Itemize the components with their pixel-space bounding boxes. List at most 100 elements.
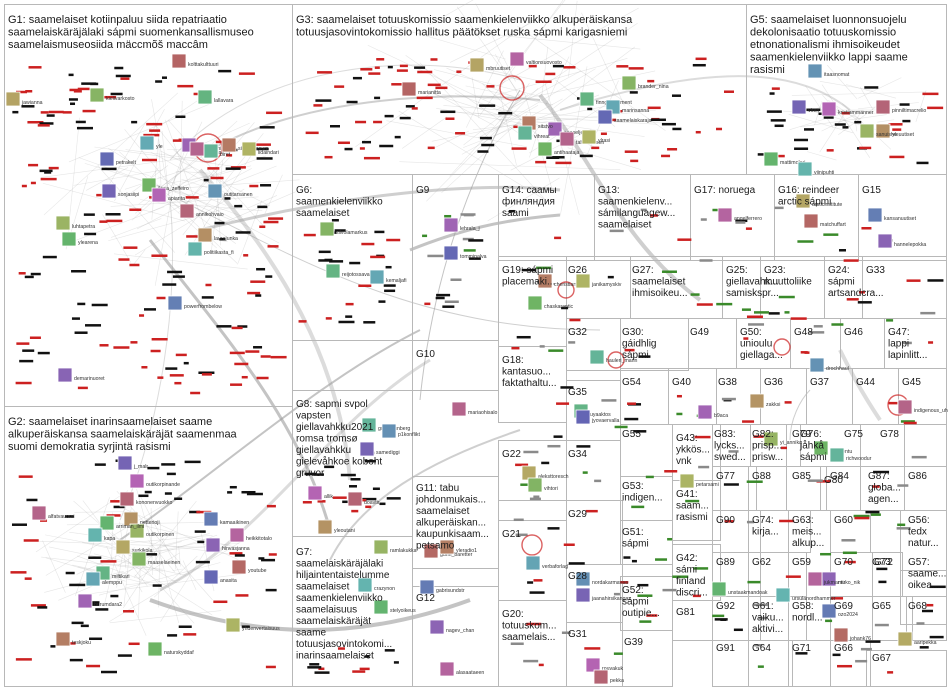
node-marker (886, 319, 893, 322)
user-avatar (444, 246, 458, 260)
user-label: apiarita (168, 196, 185, 202)
node-marker (268, 217, 283, 220)
node-marker (424, 303, 430, 306)
node-marker (345, 315, 352, 318)
node-marker (263, 221, 278, 224)
group-label-g68: G68 (908, 601, 927, 612)
node-marker (530, 591, 545, 594)
user-label: kemaljafi (386, 278, 406, 284)
node-marker (84, 233, 96, 236)
node-marker (196, 561, 210, 564)
group-label-g56: G56: (908, 515, 930, 526)
group-label-g11: petsamo (416, 541, 455, 552)
user-label: ramlakukka (390, 548, 417, 554)
node-marker (791, 317, 807, 320)
user-avatar (470, 58, 484, 72)
group-label-g6: saamelaiset (296, 208, 350, 219)
group-label-g38: G38 (718, 377, 737, 388)
node-marker (412, 107, 418, 110)
node-marker (175, 116, 185, 119)
node-marker (325, 156, 333, 159)
node-marker (824, 116, 834, 119)
node-marker (786, 575, 801, 578)
user-label: yle (156, 144, 163, 150)
node-marker (440, 111, 455, 114)
node-marker (517, 336, 531, 339)
group-label-g54: G54 (622, 377, 641, 388)
user-label: indigenous_uh (914, 408, 948, 414)
group-label-g27: saamelaiset (632, 277, 686, 288)
group-label-g8: gruvor (296, 468, 325, 479)
node-marker (216, 325, 231, 328)
group-label-g11: G11: tabu (416, 483, 459, 494)
node-marker (202, 296, 214, 299)
user-label: yhdenvertaisuus (242, 626, 280, 632)
group-label-g25: samiskspr... (726, 288, 779, 299)
node-marker (110, 595, 118, 598)
user-avatar (172, 54, 186, 68)
user-avatar (90, 88, 104, 102)
user-avatar (116, 540, 130, 554)
node-marker (269, 553, 277, 556)
group-label-g36: G36 (764, 377, 783, 388)
node-marker (130, 341, 137, 344)
user-label: ozo2024 (838, 612, 858, 618)
group-label-g83: lycks... (714, 441, 745, 452)
user-avatar (140, 136, 154, 150)
node-marker (83, 110, 96, 113)
node-marker (554, 237, 561, 240)
node-marker (864, 86, 878, 89)
node-marker (772, 87, 780, 90)
node-marker (917, 162, 929, 165)
user-avatar (750, 394, 764, 408)
user-label: teskjoku (72, 640, 91, 646)
user-label: p1konflikt (398, 432, 420, 438)
node-marker (129, 264, 139, 267)
user-avatar (88, 528, 102, 542)
node-marker (247, 493, 263, 496)
node-marker (114, 67, 123, 70)
node-marker (226, 167, 241, 170)
node-marker (50, 645, 55, 648)
group-box-g78 (905, 425, 947, 467)
node-marker (427, 255, 443, 258)
user-avatar (188, 242, 202, 256)
group-label-g70: G70 (834, 557, 853, 568)
user-avatar (444, 218, 458, 232)
node-marker (139, 314, 144, 317)
group-label-g1: saamelaiskäräjälaki sápmi suomenkansalli… (8, 27, 254, 39)
group-label-g42: sámi (676, 565, 697, 576)
user-avatar (590, 350, 604, 364)
edge-line (434, 70, 543, 98)
node-marker (436, 297, 445, 300)
group-label-g14: saami (502, 208, 529, 219)
user-avatar (712, 582, 726, 596)
group-label-g5: rasismi (750, 64, 785, 76)
node-marker (663, 589, 677, 592)
node-marker (41, 111, 49, 114)
node-marker (141, 366, 147, 369)
user-avatar (326, 264, 340, 278)
node-marker (29, 66, 42, 69)
user-label: mbruutiset (486, 66, 511, 72)
node-marker (897, 524, 905, 527)
node-marker (481, 144, 494, 147)
group-label-g27: G27: (632, 265, 654, 276)
node-marker (218, 70, 231, 73)
node-marker (43, 256, 57, 258)
node-marker (155, 80, 162, 83)
node-marker (307, 666, 321, 669)
group-label-g13: sámilanguagew... (598, 208, 675, 219)
node-marker (785, 401, 792, 404)
node-marker (667, 148, 677, 151)
node-marker (861, 227, 871, 230)
group-label-g20: G20: (502, 609, 524, 620)
node-marker (349, 485, 357, 488)
node-marker (260, 184, 271, 187)
node-marker (12, 523, 27, 526)
user-avatar (402, 82, 416, 96)
node-marker (165, 492, 172, 495)
node-marker (149, 129, 160, 132)
node-marker (662, 123, 676, 126)
user-avatar (898, 632, 912, 646)
